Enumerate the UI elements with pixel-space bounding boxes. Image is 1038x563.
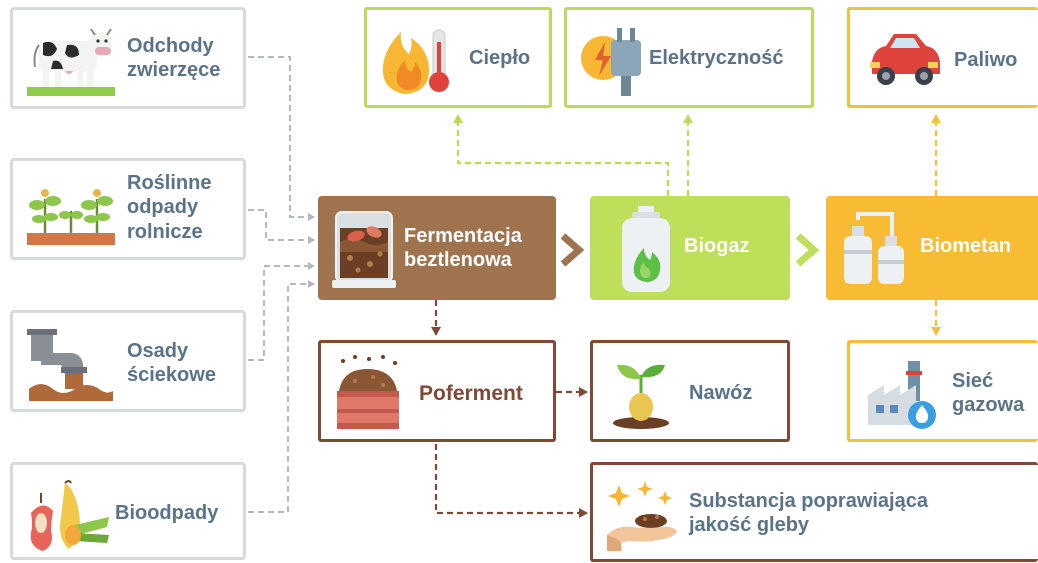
output-gas-grid-label: Sieć gazowa — [952, 370, 1025, 417]
output-electricity: Elektryczność — [564, 7, 814, 108]
process-digestate: Poferment — [318, 340, 556, 442]
seedlings-icon — [27, 189, 115, 245]
soil-crate-icon — [337, 355, 399, 429]
process-biogas: Biogaz — [590, 196, 790, 300]
process-digestate-label: Poferment — [419, 382, 523, 405]
output-electricity-label: Elektryczność — [649, 47, 784, 69]
cow-icon — [27, 28, 115, 96]
power-plug-icon — [581, 28, 641, 96]
source-animal-waste-label: Odchody zwierzęce — [127, 35, 221, 82]
process-biomethane: Biometan — [826, 196, 1038, 300]
process-biomethane-label: Biometan — [920, 235, 1012, 257]
flame-thermometer-icon — [382, 29, 449, 94]
source-biowaste-label: Bioodpady — [115, 502, 219, 524]
sewage-pipe-icon — [27, 329, 113, 401]
output-fuel-label: Paliwo — [954, 49, 1018, 71]
source-crop-residues: Roślinne odpady rolnicze — [10, 158, 246, 260]
source-sewage-sludge-label: Osady ściekowe — [127, 340, 216, 387]
source-crop-residues-label: Roślinne odpady rolnicze — [127, 172, 212, 243]
output-heat-label: Ciepło — [469, 47, 531, 69]
gas-plant-icon — [868, 361, 936, 429]
connector-to-heat — [453, 114, 670, 196]
process-fermentation: Fermentacja beztlenowa — [318, 196, 556, 300]
source-sewage-sludge: Osady ściekowe — [10, 310, 246, 412]
chevron-right-icon — [560, 233, 585, 267]
sprout-icon — [613, 364, 669, 429]
connector-to-soil-improver — [434, 444, 588, 518]
food-scraps-icon — [30, 480, 109, 551]
output-fuel: Paliwo — [847, 7, 1038, 108]
storage-tanks-icon — [844, 212, 904, 284]
connector-sewage-sludge — [248, 262, 315, 361]
connector-crop-residues — [248, 209, 315, 244]
output-gas-grid: Sieć gazowa — [847, 340, 1038, 442]
source-biowaste: Bioodpady — [10, 462, 246, 560]
source-animal-waste: Odchody zwierzęce — [10, 7, 246, 109]
output-soil-improver: Substancja poprawiająca jakość gleby — [590, 462, 1038, 562]
gas-tank-icon — [622, 206, 670, 292]
output-heat: Ciepło — [364, 7, 552, 108]
compost-bin-icon — [332, 211, 396, 288]
connector-animal-waste — [248, 56, 315, 221]
connector-biowaste — [248, 280, 315, 513]
output-fertilizer: Nawóz — [590, 340, 790, 442]
hand-soil-icon — [607, 481, 677, 551]
car-icon — [870, 34, 940, 85]
process-biogas-label: Biogaz — [684, 235, 750, 257]
process-fermentation-label: Fermentacja beztlenowa — [404, 225, 522, 272]
chevron-right-icon-2 — [795, 233, 820, 267]
output-soil-improver-label: Substancja poprawiająca jakość gleby — [689, 490, 928, 537]
output-fertilizer-label: Nawóz — [689, 382, 753, 404]
